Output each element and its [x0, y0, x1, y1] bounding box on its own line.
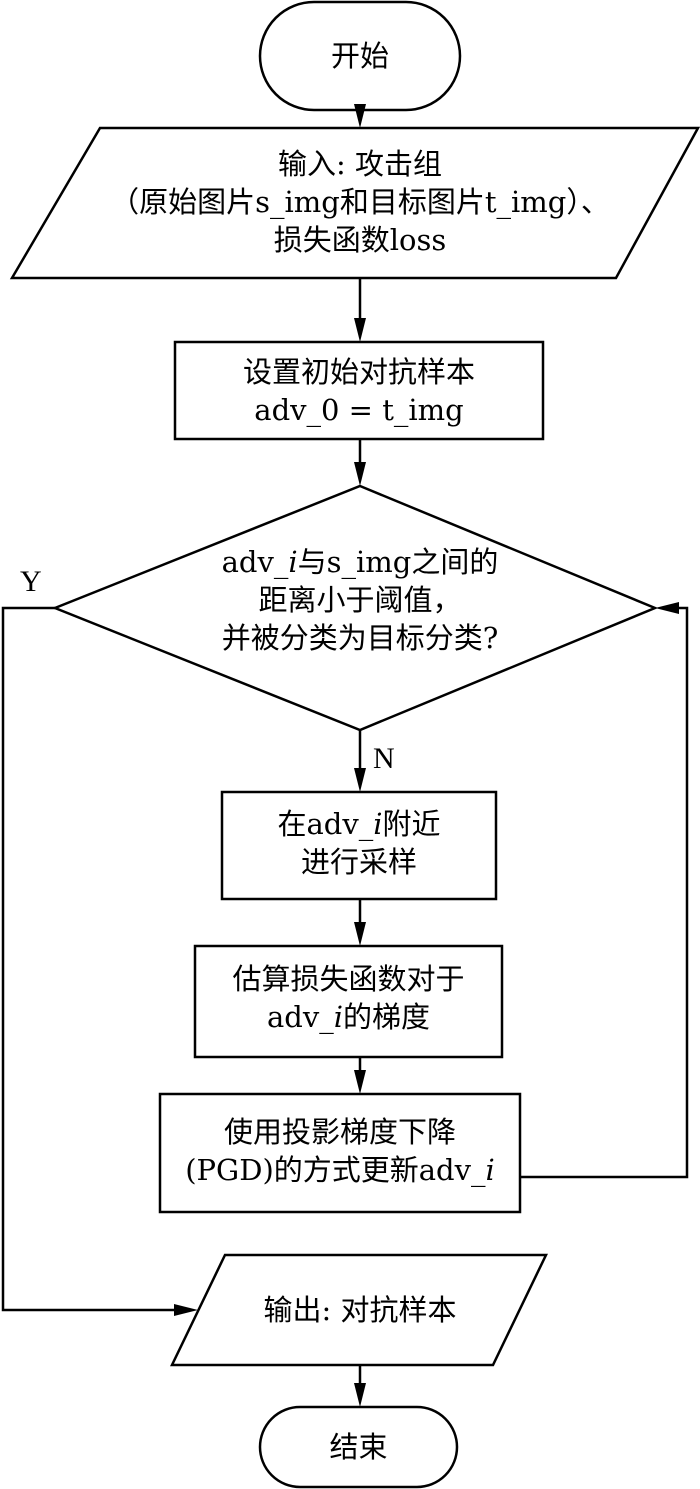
edge-decision-sample	[354, 730, 366, 792]
sample-line-1: 在adv_i附近	[277, 807, 441, 841]
input-parallelogram	[9, 126, 700, 280]
branch-label-no: N	[373, 742, 395, 775]
init-label: 设置初始对抗样本 adv_0 = t_img	[175, 353, 543, 429]
branch-label-yes: Y	[20, 565, 42, 598]
start-label: 开始	[330, 39, 389, 73]
pgd-line-1: 使用投影梯度下降	[223, 1115, 456, 1149]
output-parallelogram	[170, 1253, 548, 1367]
edge-sample-gradient	[354, 899, 366, 946]
gradient-line-1: 估算损失函数对于	[232, 962, 465, 996]
variable-i: i	[333, 1000, 343, 1034]
variable-i: i	[373, 807, 383, 841]
gradient-process-box	[193, 944, 504, 1059]
edge-pgd-loop-back	[520, 602, 689, 1179]
input-line-3: 损失函数loss	[273, 223, 447, 257]
init-line-2: adv_0 = t_img	[254, 393, 464, 427]
edge-init-decision	[354, 439, 366, 486]
sample-line-2: 进行采样	[300, 845, 417, 879]
output-label: 输出: 对抗样本	[263, 1293, 457, 1327]
end-label: 结束	[329, 1430, 388, 1464]
decision-line-1: adv_i与s_img之间的	[221, 545, 499, 579]
init-line-1: 设置初始对抗样本	[242, 355, 475, 389]
pgd-label: 使用投影梯度下降 (PGD)的方式更新adv_i	[160, 1113, 520, 1189]
init-process-box	[173, 340, 545, 441]
variable-i: i	[485, 1153, 495, 1187]
input-line-2: （原始图片s_img和目标图片t_img）、	[110, 185, 610, 219]
sample-label: 在adv_i附近 进行采样	[222, 805, 496, 881]
edge-start-input	[354, 104, 366, 128]
edge-gradient-pgd	[354, 1057, 366, 1094]
edge-input-init	[354, 278, 366, 342]
edge-decision-yes-output	[1, 606, 198, 1316]
input-label: 输入: 攻击组 （原始图片s_img和目标图片t_img）、 损失函数loss	[40, 145, 680, 259]
gradient-line-2: adv_i的梯度	[266, 1000, 431, 1034]
decision-line-2: 距离小于阈值，	[258, 583, 462, 617]
decision-label: adv_i与s_img之间的 距离小于阈值， 并被分类为目标分类?	[160, 543, 560, 657]
gradient-label: 估算损失函数对于 adv_i的梯度	[195, 960, 502, 1036]
sample-process-box	[220, 790, 498, 901]
end-terminator	[258, 1405, 459, 1489]
input-line-1: 输入: 攻击组	[278, 147, 442, 181]
pgd-process-box	[158, 1092, 522, 1214]
pgd-line-2: (PGD)的方式更新adv_i	[185, 1153, 495, 1187]
variable-i: i	[288, 545, 298, 579]
edge-output-end	[354, 1365, 366, 1407]
decision-line-3: 并被分类为目标分类?	[221, 621, 499, 655]
